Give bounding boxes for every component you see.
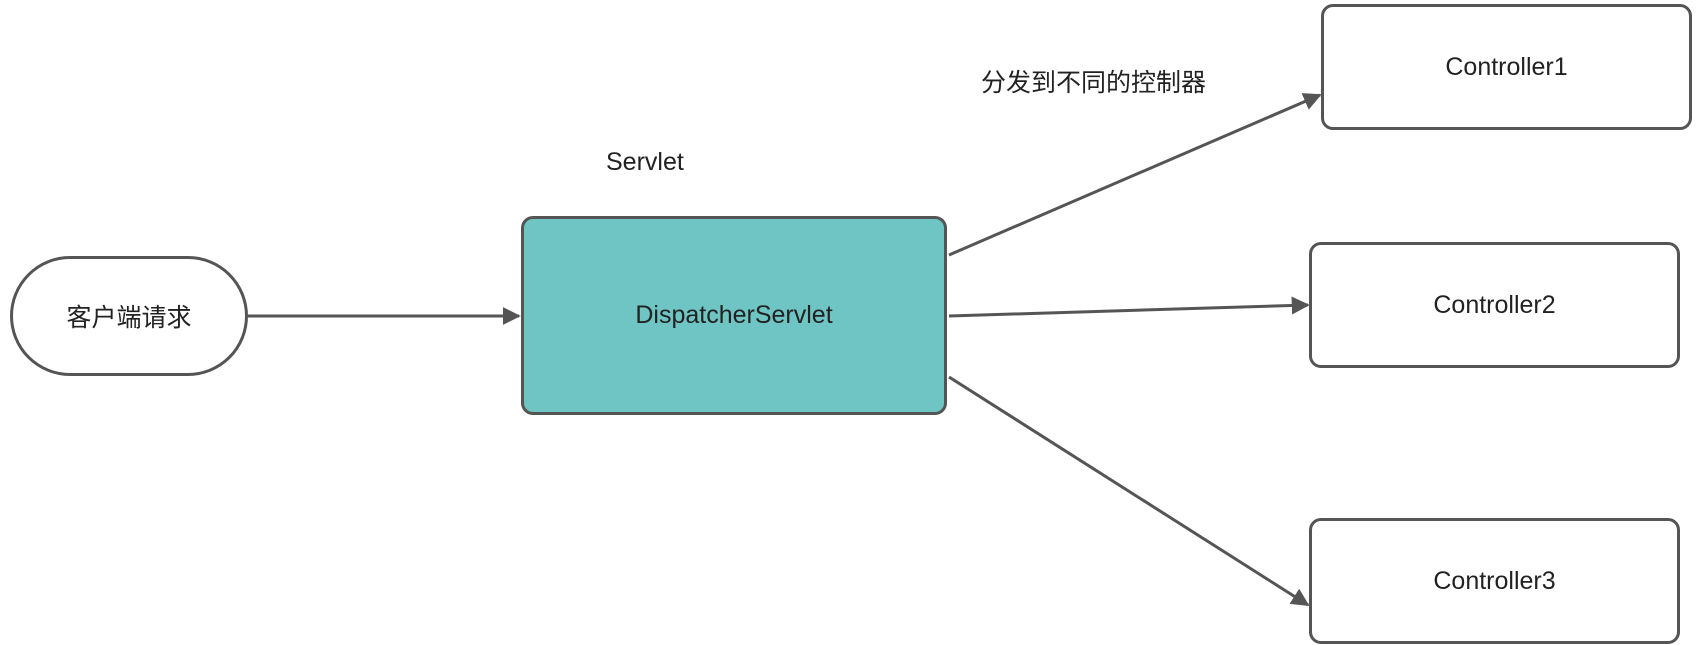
arrow-dispatcher-to-controller1 (948, 93, 1322, 257)
controller2-node: Controller2 (1309, 242, 1680, 368)
client-request-label: 客户端请求 (66, 304, 192, 332)
arrow-dispatcher-to-controller2 (948, 296, 1310, 318)
servlet-label: Servlet (606, 148, 684, 176)
client-request-node: 客户端请求 (10, 256, 248, 376)
controller1-label: Controller1 (1445, 52, 1568, 81)
controller2-label: Controller2 (1433, 290, 1556, 319)
dispatch-note-label: 分发到不同的控制器 (981, 69, 1207, 97)
controller1-node: Controller1 (1321, 4, 1692, 130)
arrow-dispatcher-to-controller3 (948, 375, 1310, 607)
controller3-node: Controller3 (1309, 518, 1680, 644)
controller3-label: Controller3 (1433, 566, 1556, 595)
dispatcher-servlet-label: DispatcherServlet (635, 301, 833, 329)
dispatcher-servlet-node: DispatcherServlet (521, 216, 947, 415)
